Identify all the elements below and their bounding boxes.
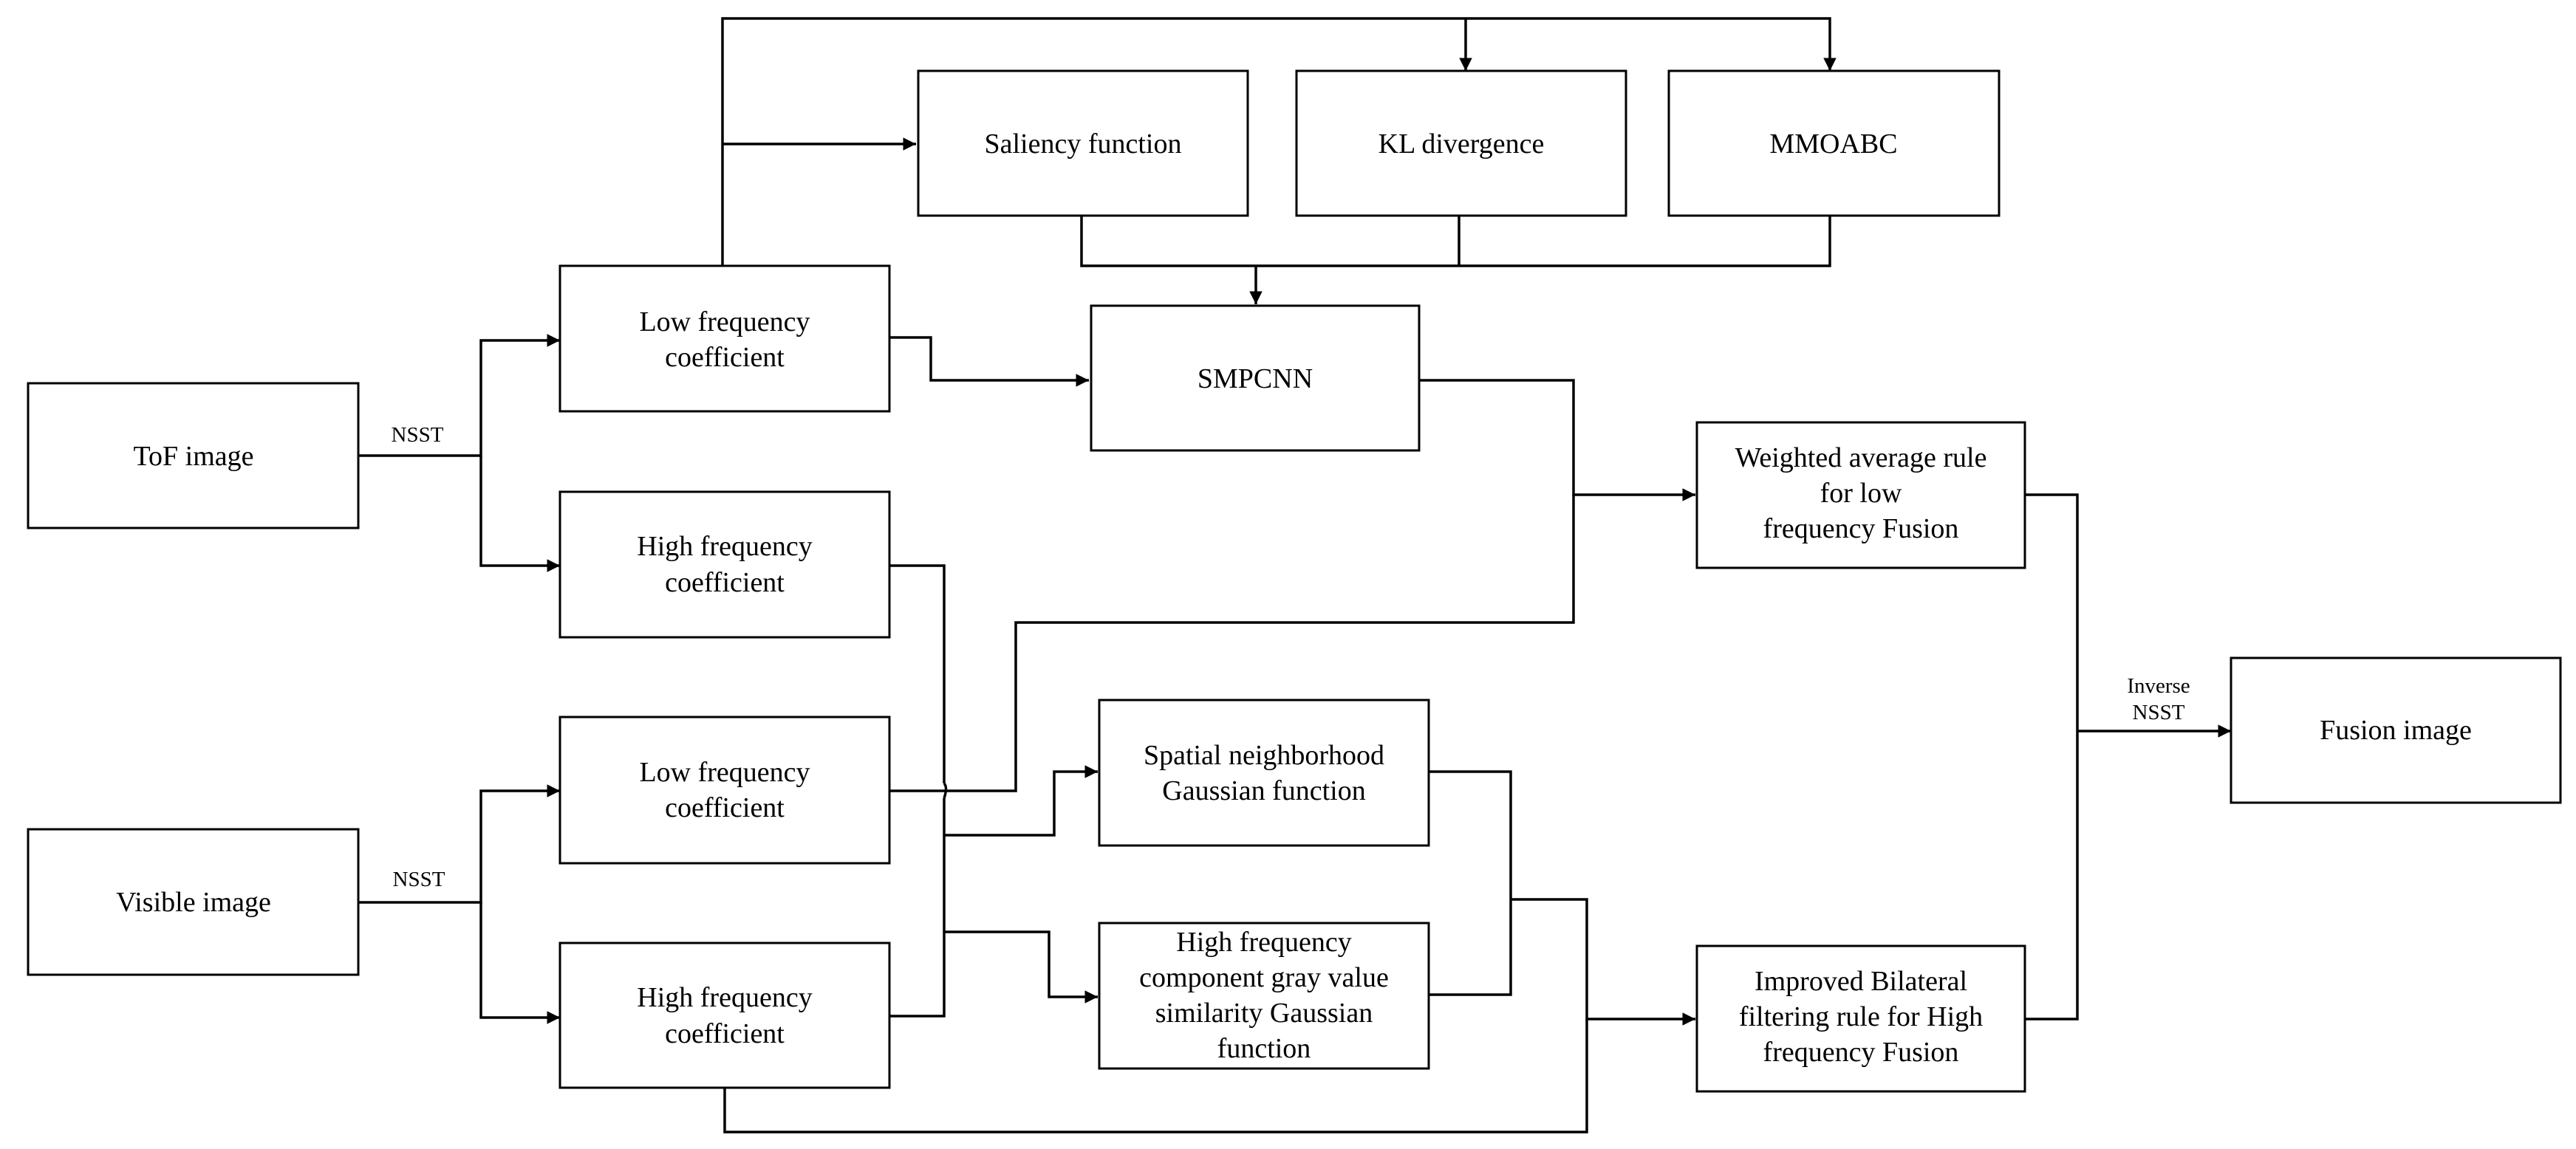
svg-text:Improved Bilateral: Improved Bilateral	[1755, 966, 1967, 997]
visible-image-label: Visible image	[116, 887, 271, 918]
visible-image-box: Visible image	[27, 828, 360, 976]
gray-similarity-gaussian-box: High frequency component gray value simi…	[1098, 922, 1430, 1070]
svg-text:SMPCNN: SMPCNN	[1198, 363, 1313, 394]
svg-text:MMOABC: MMOABC	[1769, 128, 1897, 160]
svg-text:coefficient: coefficient	[665, 1018, 785, 1049]
svg-text:component gray value: component gray value	[1139, 962, 1389, 993]
svg-text:Low frequency: Low frequency	[639, 306, 810, 337]
inverse-nsst-label-line1: Inverse	[2127, 674, 2190, 698]
visible-low-frequency-box: Low frequency coefficient	[558, 716, 891, 865]
fusion-image-box: Fusion image	[2230, 656, 2562, 804]
svg-text:coefficient: coefficient	[665, 792, 785, 823]
svg-text:High frequency: High frequency	[1176, 927, 1351, 958]
svg-text:function: function	[1217, 1033, 1311, 1064]
svg-text:for low: for low	[1820, 478, 1902, 509]
svg-text:Fusion image: Fusion image	[2320, 715, 2472, 746]
tof-image-label: ToF image	[133, 441, 253, 472]
svg-text:coefficient: coefficient	[665, 342, 785, 373]
nsst-visible-label: NSST	[393, 868, 445, 891]
visible-high-frequency-box: High frequency coefficient	[558, 942, 891, 1089]
svg-text:Spatial neighborhood: Spatial neighborhood	[1144, 740, 1384, 771]
saliency-function-box: Saliency function	[917, 69, 1249, 217]
smpcnn-box: SMPCNN	[1090, 304, 1421, 452]
tof-low-frequency-box: Low frequency coefficient	[558, 264, 891, 413]
svg-text:Low frequency: Low frequency	[639, 757, 810, 788]
svg-text:KL divergence: KL divergence	[1378, 128, 1545, 160]
svg-text:High frequency: High frequency	[637, 982, 812, 1013]
mmoabc-box: MMOABC	[1667, 69, 2001, 217]
svg-text:similarity Gaussian: similarity Gaussian	[1155, 998, 1373, 1029]
bilateral-rule-box: Improved Bilateral filtering rule for Hi…	[1695, 944, 2026, 1093]
weighted-average-rule-box: Weighted average rule for low frequency …	[1695, 421, 2026, 569]
nsst-tof-label: NSST	[392, 423, 444, 447]
connectors	[358, 17, 2231, 1133]
svg-text:Saliency function: Saliency function	[985, 128, 1182, 160]
svg-text:Weighted average rule: Weighted average rule	[1735, 442, 1987, 473]
tof-high-frequency-box: High frequency coefficient	[558, 490, 891, 639]
svg-text:Gaussian function: Gaussian function	[1162, 775, 1365, 806]
svg-text:frequency Fusion: frequency Fusion	[1763, 1037, 1959, 1068]
svg-text:coefficient: coefficient	[665, 567, 785, 598]
kl-divergence-box: KL divergence	[1295, 69, 1627, 217]
svg-text:filtering rule for High: filtering rule for High	[1739, 1001, 1983, 1032]
svg-text:frequency Fusion: frequency Fusion	[1763, 513, 1959, 544]
inverse-nsst-label-line2: NSST	[2133, 701, 2185, 724]
svg-text:High frequency: High frequency	[637, 531, 812, 562]
tof-image-box: ToF image	[27, 382, 360, 529]
spatial-gaussian-box: Spatial neighborhood Gaussian function	[1098, 699, 1430, 847]
